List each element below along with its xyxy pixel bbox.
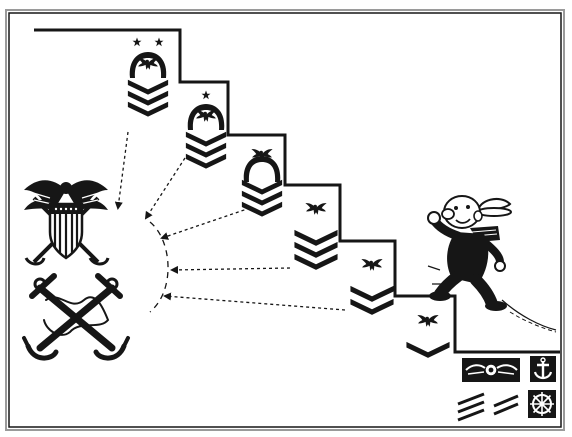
ships-wheel-badge-icon [528,390,556,418]
anchor-badge-icon [530,356,556,382]
wings-badge-icon [462,358,520,382]
